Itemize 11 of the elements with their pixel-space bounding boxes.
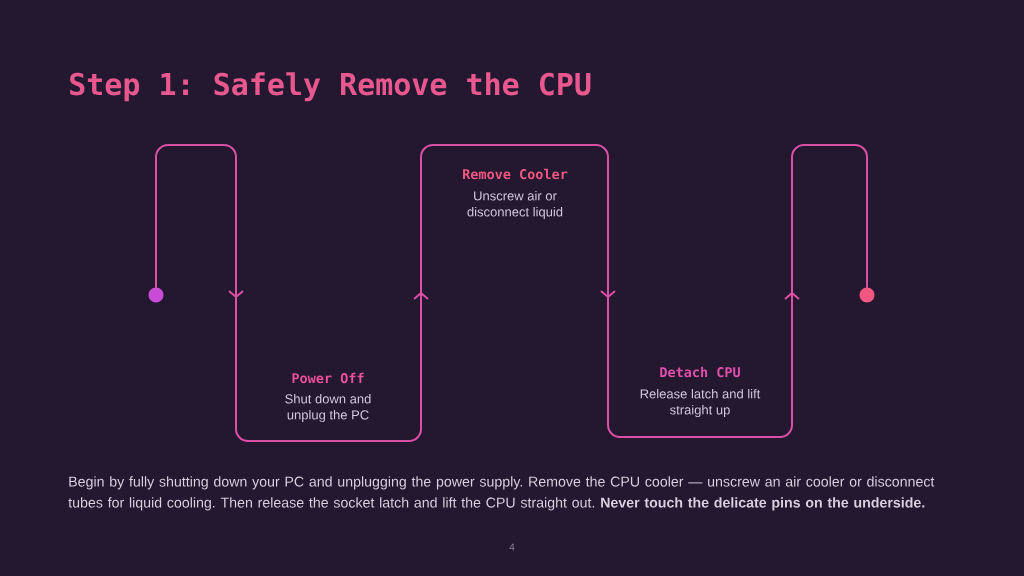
step-description: Release latch and lift straight up — [640, 388, 761, 418]
step-description: Unscrew air or disconnect liquid — [467, 190, 563, 220]
step-heading: Detach CPU — [660, 366, 740, 378]
title: Step 1: Safely Remove the CPU — [70, 72, 591, 102]
paragraph: Begin by fully shutting down your PC and unplugging the power supply. Remove the CPU cooler — unscrew an air cooler or disconnect tubes for liquid cooling. Then release the socket latch and lift the CPU straight out. Never touch the delicate pins on the underside. — [68, 476, 935, 511]
step-heading: Power Off — [292, 372, 364, 384]
dot — [148, 287, 164, 303]
dot — [859, 287, 875, 303]
step-description: Shut down and unplug the PC — [285, 393, 371, 423]
page-number: 4 — [509, 543, 515, 551]
step-heading: Remove Cooler — [463, 168, 568, 180]
